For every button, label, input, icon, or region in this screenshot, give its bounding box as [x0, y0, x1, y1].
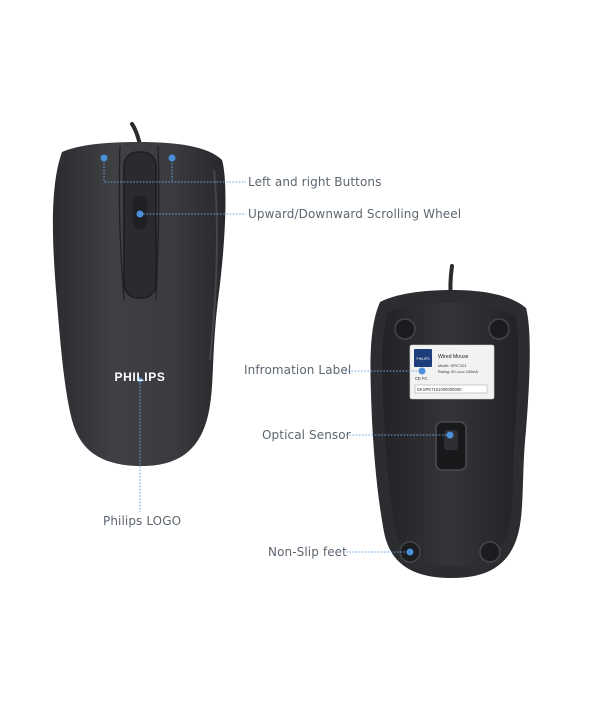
wheel-dot	[136, 210, 144, 218]
info-label-dot	[418, 367, 426, 375]
callout-wheel: Upward/Downward Scrolling Wheel	[248, 207, 462, 221]
top-mouse-cable	[130, 122, 142, 147]
foot-bottom-right	[479, 541, 501, 563]
foot-top-left	[394, 318, 416, 340]
callout-logo: Philips LOGO	[103, 514, 182, 528]
right-button-dot	[168, 154, 176, 162]
label-marks: CE FC	[415, 376, 428, 381]
callout-feet: Non-Slip feet	[268, 545, 347, 559]
sensor-dot	[446, 431, 454, 439]
label-model: Model: SPK7101	[438, 364, 467, 368]
button-seam-left	[118, 145, 125, 301]
top-leader-lines	[103, 160, 246, 512]
bottom-leader-lines	[345, 370, 450, 553]
callout-buttons: Left and right Buttons	[248, 175, 382, 189]
left-button-dot	[100, 154, 108, 162]
label-serial: DKSPK7101000000000	[417, 387, 462, 392]
feet-dot	[406, 548, 414, 556]
label-brand: PHILIPS	[416, 357, 430, 361]
label-rating: Rating: 5V ═══ 100mA	[438, 370, 478, 374]
brand-logo: PHILIPS	[115, 370, 166, 384]
top-mouse-shell	[52, 142, 226, 466]
callout-info-label: Infromation Label	[244, 363, 352, 377]
foot-top-right	[488, 318, 510, 340]
logo-dot	[137, 377, 143, 383]
label-product: Wired Mouse	[438, 354, 469, 360]
callout-sensor: Optical Sensor	[262, 428, 351, 442]
